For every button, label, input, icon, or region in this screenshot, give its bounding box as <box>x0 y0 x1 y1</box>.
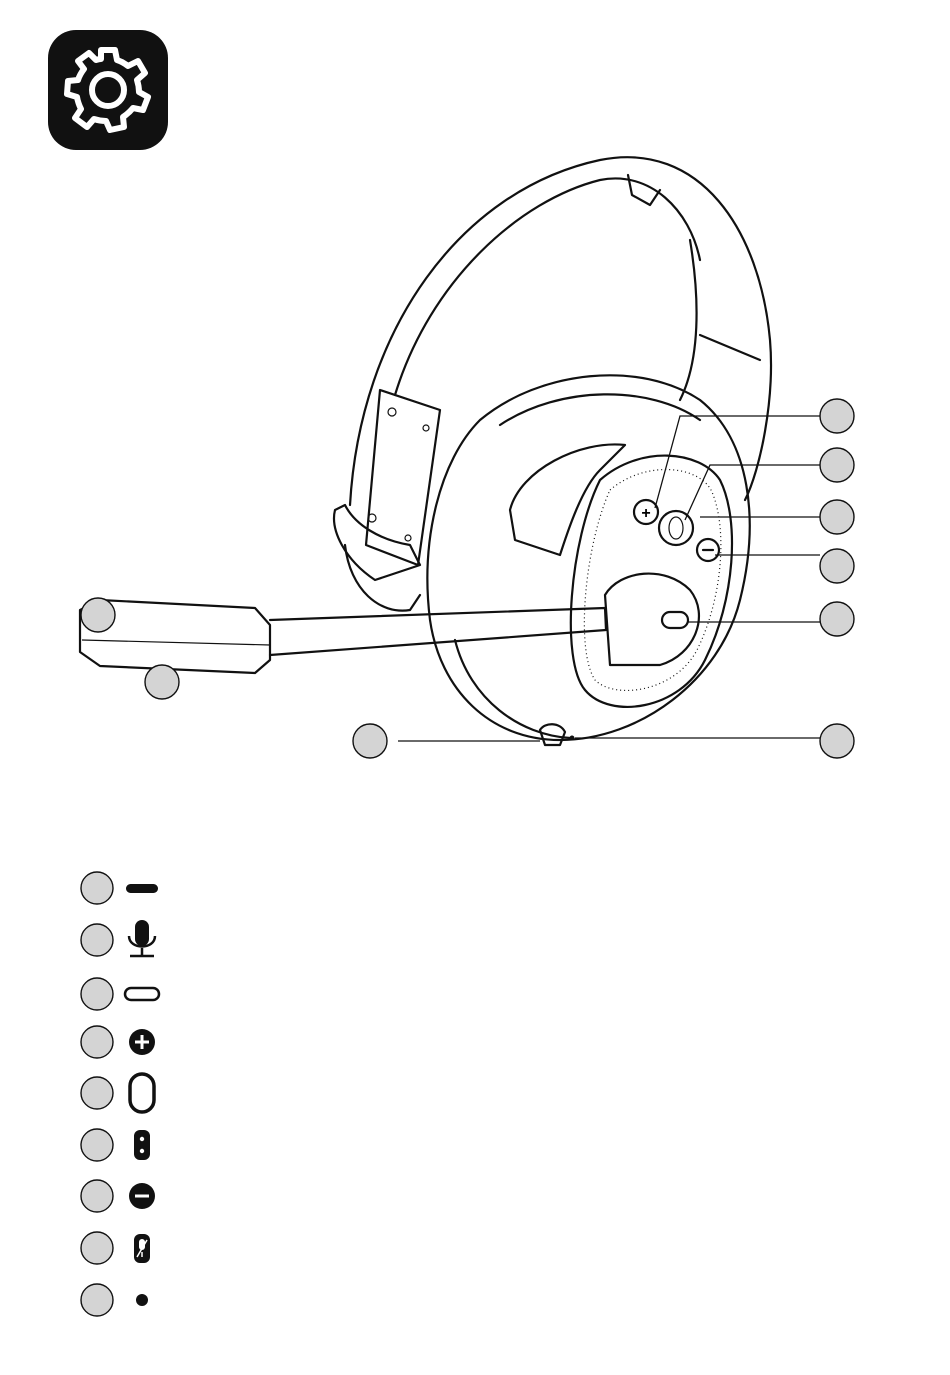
status-led <box>570 736 575 741</box>
callout-mic-boom <box>145 665 179 699</box>
legend-row <box>81 920 155 956</box>
usb-c-port-icon <box>125 988 159 1000</box>
legend-row <box>81 1284 148 1316</box>
legend-row <box>81 1129 150 1161</box>
bar-icon <box>126 884 158 893</box>
legend <box>81 872 159 1316</box>
legend-row <box>81 1026 155 1058</box>
callout-mic-tip <box>81 598 115 632</box>
dot-icon <box>136 1294 148 1306</box>
legend-row <box>81 872 158 904</box>
headband <box>350 157 771 505</box>
mic-mute-icon <box>134 1234 150 1263</box>
headset-illustration: + <box>80 157 771 745</box>
legend-row <box>81 978 159 1010</box>
callout-volume-up <box>820 399 854 433</box>
callout-status-led <box>820 724 854 758</box>
legend-row <box>81 1180 155 1212</box>
plus-button-icon <box>129 1029 155 1055</box>
settings-badge <box>48 30 168 150</box>
legend-row <box>81 1074 154 1112</box>
svg-text:+: + <box>641 505 650 522</box>
leader-lines <box>398 416 820 741</box>
legend-row <box>81 1232 150 1264</box>
led-indicator-icon <box>134 1130 150 1160</box>
minus-button-icon <box>129 1183 155 1209</box>
callout-usb-c <box>353 724 387 758</box>
callout-mic-mute <box>820 602 854 636</box>
callout-led <box>820 500 854 534</box>
microphone-icon <box>129 920 155 956</box>
callout-volume-down <box>820 549 854 583</box>
power-button <box>659 511 693 545</box>
mic-boom <box>270 608 606 655</box>
mic-mute-switch <box>662 612 688 628</box>
control-plate <box>571 456 732 707</box>
power-button-icon <box>130 1074 154 1112</box>
callout-power <box>820 448 854 482</box>
mic-pivot <box>605 574 699 665</box>
